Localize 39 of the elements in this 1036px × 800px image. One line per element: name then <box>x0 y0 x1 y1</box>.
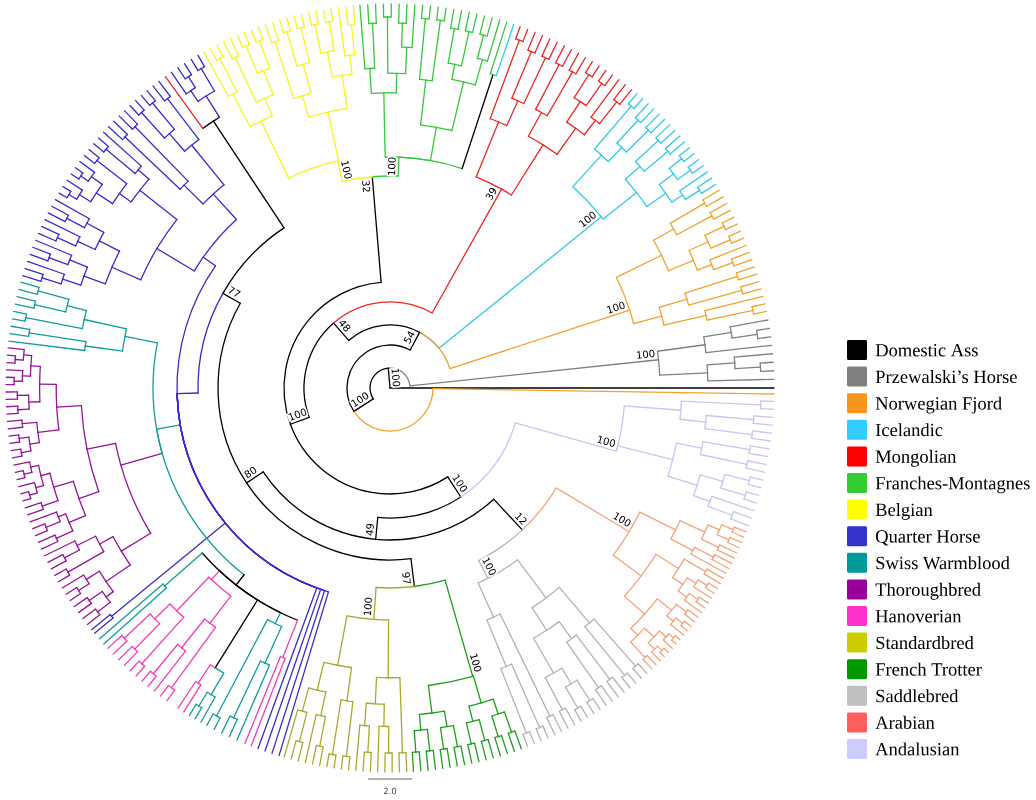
legend-label: Norwegian Fjord <box>875 396 1002 414</box>
bootstrap-value: 32 <box>361 179 372 194</box>
legend-label: Hanoverian <box>875 610 962 623</box>
bootstrap-value: 100 <box>595 434 618 449</box>
bootstrap-value: 80 <box>242 464 259 480</box>
legend-label: Swiss Warmblood <box>876 556 1010 570</box>
bootstrap-value: 100 <box>576 209 599 230</box>
legend-label: Arabian <box>875 715 935 729</box>
bootstrap-value: 100 <box>386 156 397 177</box>
legend-label: French Trotter <box>875 662 982 676</box>
bootstrap-value: 49 <box>364 522 375 537</box>
legend-label: Domestic Ass <box>875 344 978 357</box>
legend-label: Belgian <box>875 503 933 520</box>
bootstrap-value: 100 <box>349 390 371 409</box>
bootstrap-value: 100 <box>390 366 402 388</box>
legend-label: Standardbred <box>876 636 974 650</box>
bootstrap-value: 100 <box>635 348 657 360</box>
bootstrap-value: 100 <box>286 406 309 422</box>
bootstrap-value: 12 <box>513 510 529 527</box>
bootstrap-value: 100 <box>362 596 373 618</box>
bootstrap-value: 100 <box>468 651 483 674</box>
bootstrap-value: 48 <box>336 317 353 334</box>
legend-label: Andalusian <box>875 742 960 756</box>
legend-label: Przewalski’s Horse <box>875 370 1017 384</box>
bootstrap-value: 100 <box>611 510 634 529</box>
legend-label: Saddlebred <box>876 689 959 703</box>
bootstrap-value: 39 <box>483 185 499 203</box>
bootstrap-value: 100 <box>480 555 498 578</box>
scale-value: 2.0 <box>383 787 397 795</box>
legend-label: Thoroughbred <box>875 582 981 600</box>
legend-label: Mongolian <box>875 449 957 467</box>
legend-label: Icelandic <box>875 423 943 437</box>
legend-label: Franches-Montagnes <box>875 476 1030 494</box>
bootstrap-value: 100 <box>340 158 354 181</box>
legend-label: Quarter Horse <box>875 530 980 546</box>
bootstrap-value: 77 <box>226 284 243 300</box>
bootstrap-value: 54 <box>402 329 417 346</box>
bootstrap-value: 100 <box>604 300 627 315</box>
bootstrap-value: 97 <box>401 570 412 586</box>
